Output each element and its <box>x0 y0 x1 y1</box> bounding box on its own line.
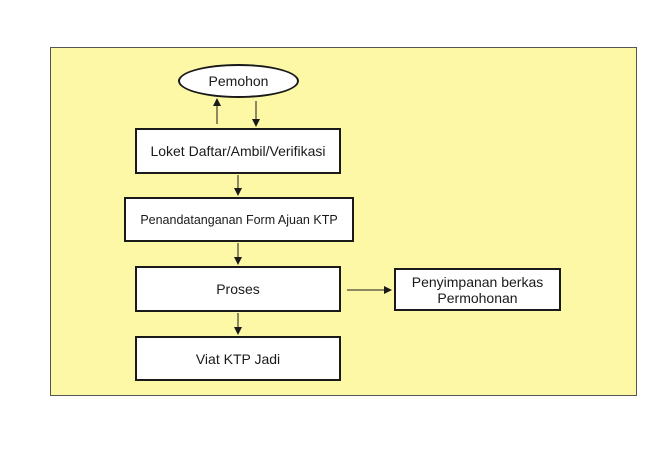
node-penyimpanan-label-line2: Permohonan <box>437 289 518 306</box>
node-proses: Proses <box>135 266 341 312</box>
node-pemohon: Pemohon <box>178 64 299 98</box>
node-pemohon-label: Pemohon <box>208 73 269 89</box>
node-penyimpanan: Penyimpanan berkas Permohonan <box>394 268 561 311</box>
node-viat-label: Viat KTP Jadi <box>195 350 281 367</box>
node-loket-label: Loket Daftar/Ambil/Verifikasi <box>150 143 326 159</box>
node-penyimpanan-label-line1: Penyimpanan berkas <box>411 273 544 290</box>
node-penandatanganan-label: Penandatanganan Form Ajuan KTP <box>140 212 338 227</box>
node-viat: Viat KTP Jadi <box>135 336 341 381</box>
node-penandatanganan: Penandatanganan Form Ajuan KTP <box>124 197 354 242</box>
node-loket: Loket Daftar/Ambil/Verifikasi <box>135 128 341 174</box>
node-proses-label: Proses <box>216 281 260 297</box>
